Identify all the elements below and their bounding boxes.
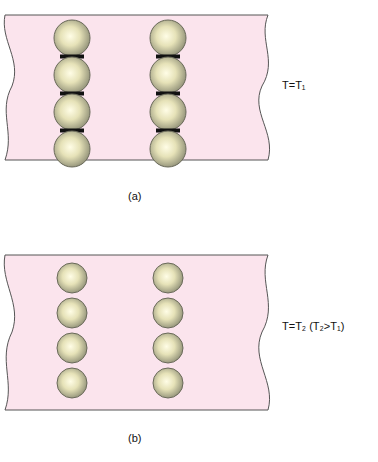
matrix-panel <box>4 15 269 160</box>
particle-sphere <box>153 263 183 293</box>
panel-label: (a) <box>128 190 141 203</box>
particle-sphere <box>57 298 87 328</box>
matrix-panel <box>4 255 269 410</box>
particle-sphere <box>150 57 186 93</box>
particle-sphere <box>57 333 87 363</box>
temperature-label: T=T₂ (T₂>T₁) <box>282 320 344 333</box>
particle-sphere <box>150 131 186 167</box>
particle-sphere <box>54 131 90 167</box>
particle-sphere <box>150 94 186 130</box>
particle-sphere <box>150 20 186 56</box>
temperature-label: T=T₁ <box>282 79 306 92</box>
particle-sphere <box>153 333 183 363</box>
particle-sphere <box>54 57 90 93</box>
particle-sphere <box>54 20 90 56</box>
panel-label: (b) <box>128 432 141 445</box>
particle-sphere <box>153 298 183 328</box>
particle-sphere <box>54 94 90 130</box>
particle-sphere <box>153 368 183 398</box>
particle-sphere <box>57 263 87 293</box>
particle-sphere <box>57 368 87 398</box>
